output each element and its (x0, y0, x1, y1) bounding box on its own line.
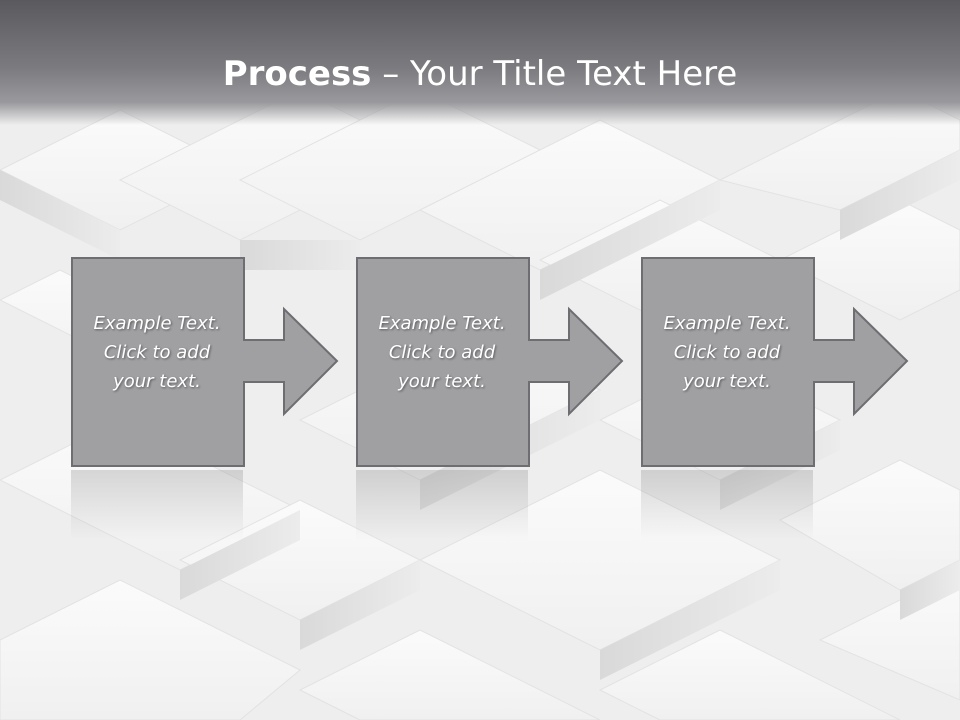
step-text-line: your text. (398, 371, 486, 392)
step-text-line: Example Text. (93, 313, 221, 334)
step-text[interactable]: Example Text. Click to add your text. (71, 309, 243, 396)
step-text-line: Click to add (103, 342, 211, 363)
process-step-3[interactable]: Example Text. Click to add your text. (641, 257, 960, 467)
slide-title[interactable]: Process – Your Title Text Here (0, 52, 960, 96)
process-step-2[interactable]: Example Text. Click to add your text. (356, 257, 689, 467)
step-text[interactable]: Example Text. Click to add your text. (641, 309, 813, 396)
step-reflection (356, 470, 528, 540)
process-step-1[interactable]: Example Text. Click to add your text. (71, 257, 404, 467)
step-text-line: your text. (683, 371, 771, 392)
title-bar (0, 0, 960, 125)
step-text-line: your text. (113, 371, 201, 392)
title-bold: Process (222, 54, 372, 94)
step-reflection (71, 470, 243, 540)
step-text-line: Example Text. (378, 313, 506, 334)
arrow-shape (71, 257, 339, 467)
step-text-line: Example Text. (663, 313, 791, 334)
step-text[interactable]: Example Text. Click to add your text. (356, 309, 528, 396)
arrow-shape (641, 257, 909, 467)
step-text-line: Click to add (388, 342, 496, 363)
arrow-shape (356, 257, 624, 467)
title-rest: – Your Title Text Here (371, 54, 738, 94)
step-text-line: Click to add (673, 342, 781, 363)
step-reflection (641, 470, 813, 540)
